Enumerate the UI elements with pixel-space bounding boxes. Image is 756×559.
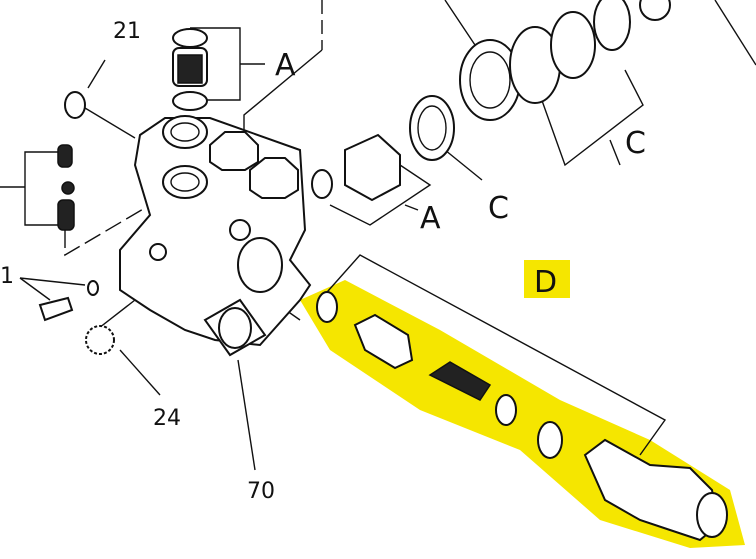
o-ring-21 xyxy=(64,91,86,119)
leader-lines xyxy=(0,0,756,471)
group-a-top-parts xyxy=(172,28,208,111)
bolt xyxy=(38,296,74,322)
spring-parts xyxy=(57,144,75,231)
washer xyxy=(87,280,99,296)
label-part-70: 70 xyxy=(247,479,275,504)
label-part-24: 24 xyxy=(153,406,181,431)
group-d-parts xyxy=(316,291,728,542)
label-part-1: 1 xyxy=(0,264,14,289)
label-part-21: 21 xyxy=(113,19,141,44)
label-group-c-right: C xyxy=(625,126,646,161)
valve-body xyxy=(119,115,312,357)
label-group-a-top: A xyxy=(275,48,296,83)
label-group-d: D xyxy=(534,265,557,300)
label-group-a-mid: A xyxy=(420,201,441,236)
label-group-c-mid: C xyxy=(488,191,509,226)
group-a-mid-parts xyxy=(311,0,671,202)
lock-washer-24 xyxy=(85,325,115,355)
